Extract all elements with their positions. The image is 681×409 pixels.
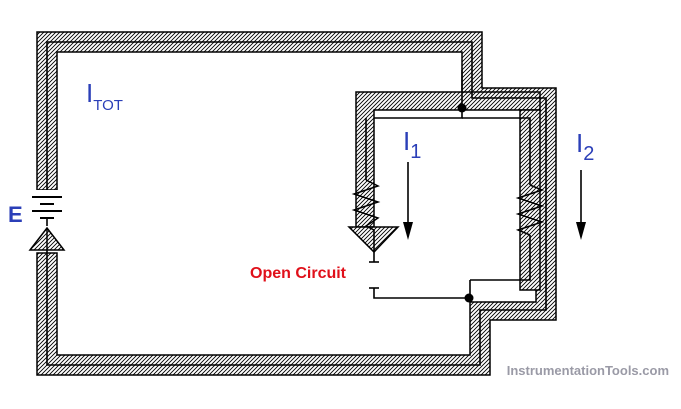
junction-node-bottom bbox=[464, 293, 474, 303]
emf-label: E bbox=[8, 202, 23, 227]
total-current-band bbox=[36, 31, 557, 376]
open-circuit-break-icon bbox=[369, 261, 379, 289]
i2-direction-arrow-icon bbox=[576, 170, 586, 240]
i-tot-label: ITOT bbox=[86, 78, 123, 114]
resistor-1-icon bbox=[351, 179, 381, 231]
i1-direction-arrow-icon bbox=[403, 162, 413, 240]
i2-label: I2 bbox=[576, 128, 594, 165]
wires bbox=[46, 41, 547, 366]
i1-label: I1 bbox=[403, 126, 421, 163]
resistor-2-icon bbox=[515, 184, 545, 236]
branch-current-band bbox=[355, 91, 541, 291]
open-circuit-label: Open Circuit bbox=[250, 265, 347, 282]
junction-node-top bbox=[457, 103, 467, 113]
watermark: InstrumentationTools.com bbox=[507, 363, 669, 378]
